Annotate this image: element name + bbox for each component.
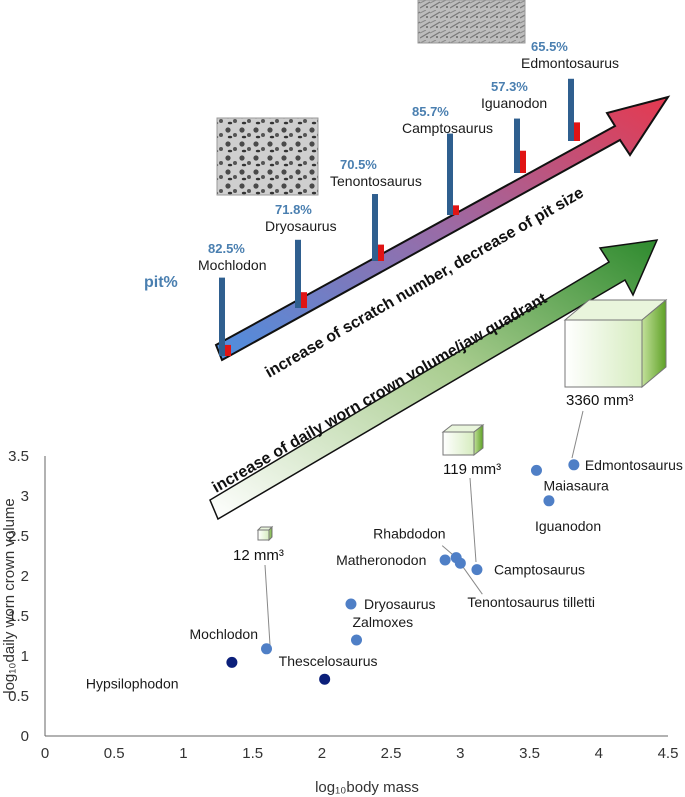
inset-taxon-tenontosaurus: Tenontosaurus xyxy=(330,173,422,189)
pit-bar-camptosaurus xyxy=(447,133,453,215)
point-iguanodon xyxy=(543,495,555,507)
point-label-dryosaurus: Dryosaurus xyxy=(364,596,436,612)
point-label-maiasaura: Maiasaura xyxy=(543,477,609,493)
cube-medium xyxy=(441,423,485,457)
inset-taxon-mochlodon: Mochlodon xyxy=(198,257,267,273)
pit-bar-tenontosaurus xyxy=(372,194,378,261)
point-label-tenontosaurus-tilletti: Tenontosaurus tilletti xyxy=(467,594,595,610)
y-tick-label: 2.5 xyxy=(8,528,29,545)
connector-medium xyxy=(469,477,477,563)
pit-percent-dryosaurus: 71.8% xyxy=(275,202,312,217)
x-tick-label: 0 xyxy=(41,745,49,762)
pit-percent-iguanodon: 57.3% xyxy=(491,79,528,94)
point-label-matheronodon: Matheronodon xyxy=(336,552,426,568)
y-tick-label: 1 xyxy=(21,648,29,665)
pit-percent-tenontosaurus: 70.5% xyxy=(340,157,377,172)
sem-image-pits xyxy=(216,117,319,196)
inset-taxon-dryosaurus: Dryosaurus xyxy=(265,218,337,234)
point-matheronodon xyxy=(439,554,451,566)
x-tick-label: 1.5 xyxy=(242,745,263,762)
y-axis-label: log₁₀daily worn crown volume xyxy=(1,498,18,694)
pit-percent-camptosaurus: 85.7% xyxy=(412,104,449,119)
volume-label-small: 12 mm³ xyxy=(233,547,284,564)
pit-percent-mochlodon: 82.5% xyxy=(208,241,245,256)
point-camptosaurus xyxy=(471,564,483,576)
pit-percent-edmontosaurus: 65.5% xyxy=(531,39,568,54)
point-label-thescelosaurus: Thescelosaurus xyxy=(279,653,378,669)
point-label-edmontosaurus: Edmontosaurus xyxy=(585,457,683,473)
cube-large xyxy=(563,298,668,389)
leader-line-tenontosaurus-tilletti xyxy=(459,562,483,595)
pit-percent-label: pit% xyxy=(144,274,178,291)
point-thescelosaurus xyxy=(319,673,331,685)
x-tick-label: 3.5 xyxy=(519,745,540,762)
point-tenontosaurus-tilletti xyxy=(454,557,466,569)
y-tick-label: 0.5 xyxy=(8,688,29,705)
y-tick-label: 3.5 xyxy=(8,448,29,465)
x-tick-label: 0.5 xyxy=(104,745,125,762)
pit-bar-edmontosaurus xyxy=(568,78,574,141)
scratch-bar-mochlodon xyxy=(225,344,231,356)
pit-bar-dryosaurus xyxy=(295,239,301,308)
x-tick-label: 3 xyxy=(456,745,464,762)
x-tick-label: 4.5 xyxy=(658,745,679,762)
scratch-bar-dryosaurus xyxy=(301,292,307,308)
scratch-bar-iguanodon xyxy=(520,150,526,173)
scratch-bar-camptosaurus xyxy=(453,205,459,215)
x-axis-label: log₁₀body mass xyxy=(315,779,419,796)
point-label-mochlodon: Mochlodon xyxy=(190,626,259,642)
volume-label-medium: 119 mm³ xyxy=(443,461,501,478)
inset-taxon-edmontosaurus: Edmontosaurus xyxy=(521,55,619,71)
y-tick-label: 0 xyxy=(21,728,29,745)
sem-image-scratches xyxy=(417,0,526,44)
inset-taxon-camptosaurus: Camptosaurus xyxy=(402,120,493,136)
point-edmontosaurus xyxy=(568,459,580,471)
scratch-bar-edmontosaurus xyxy=(574,122,580,141)
point-dryosaurus xyxy=(345,598,357,610)
x-tick-label: 2.5 xyxy=(381,745,402,762)
scatter-plot: 0 0.5 1 1.5 2 2.5 3 3.5 4 4.5 0 0.5 1 1.5 2 2.5 3 3.5 log₁… xyxy=(1,448,683,796)
point-label-camptosaurus: Camptosaurus xyxy=(494,562,585,578)
connector-small xyxy=(264,564,271,646)
x-tick-label: 4 xyxy=(595,745,603,762)
pit-bar-mochlodon xyxy=(219,277,225,356)
y-tick-label: 1.5 xyxy=(8,608,29,625)
point-label-hypsilophodon: Hypsilophodon xyxy=(86,675,179,691)
scratch-bar-tenontosaurus xyxy=(378,244,384,261)
connector-large xyxy=(571,410,584,459)
point-maiasaura xyxy=(530,464,542,476)
volume-label-large: 3360 mm³ xyxy=(566,392,634,409)
point-mochlodon xyxy=(261,643,273,655)
cube-small xyxy=(256,525,274,542)
point-label-rhabdodon: Rhabdodon xyxy=(373,526,445,542)
point-hypsilophodon xyxy=(226,656,238,668)
inset-taxon-iguanodon: Iguanodon xyxy=(481,95,547,111)
x-tick-label: 1 xyxy=(179,745,187,762)
x-tick-label: 2 xyxy=(318,745,326,762)
pit-bar-iguanodon xyxy=(514,118,520,173)
point-label-zalmoxes: Zalmoxes xyxy=(353,614,414,630)
y-tick-label: 3 xyxy=(21,488,29,505)
y-tick-label: 2 xyxy=(21,568,29,585)
point-label-iguanodon: Iguanodon xyxy=(535,518,601,534)
point-zalmoxes xyxy=(351,634,362,646)
